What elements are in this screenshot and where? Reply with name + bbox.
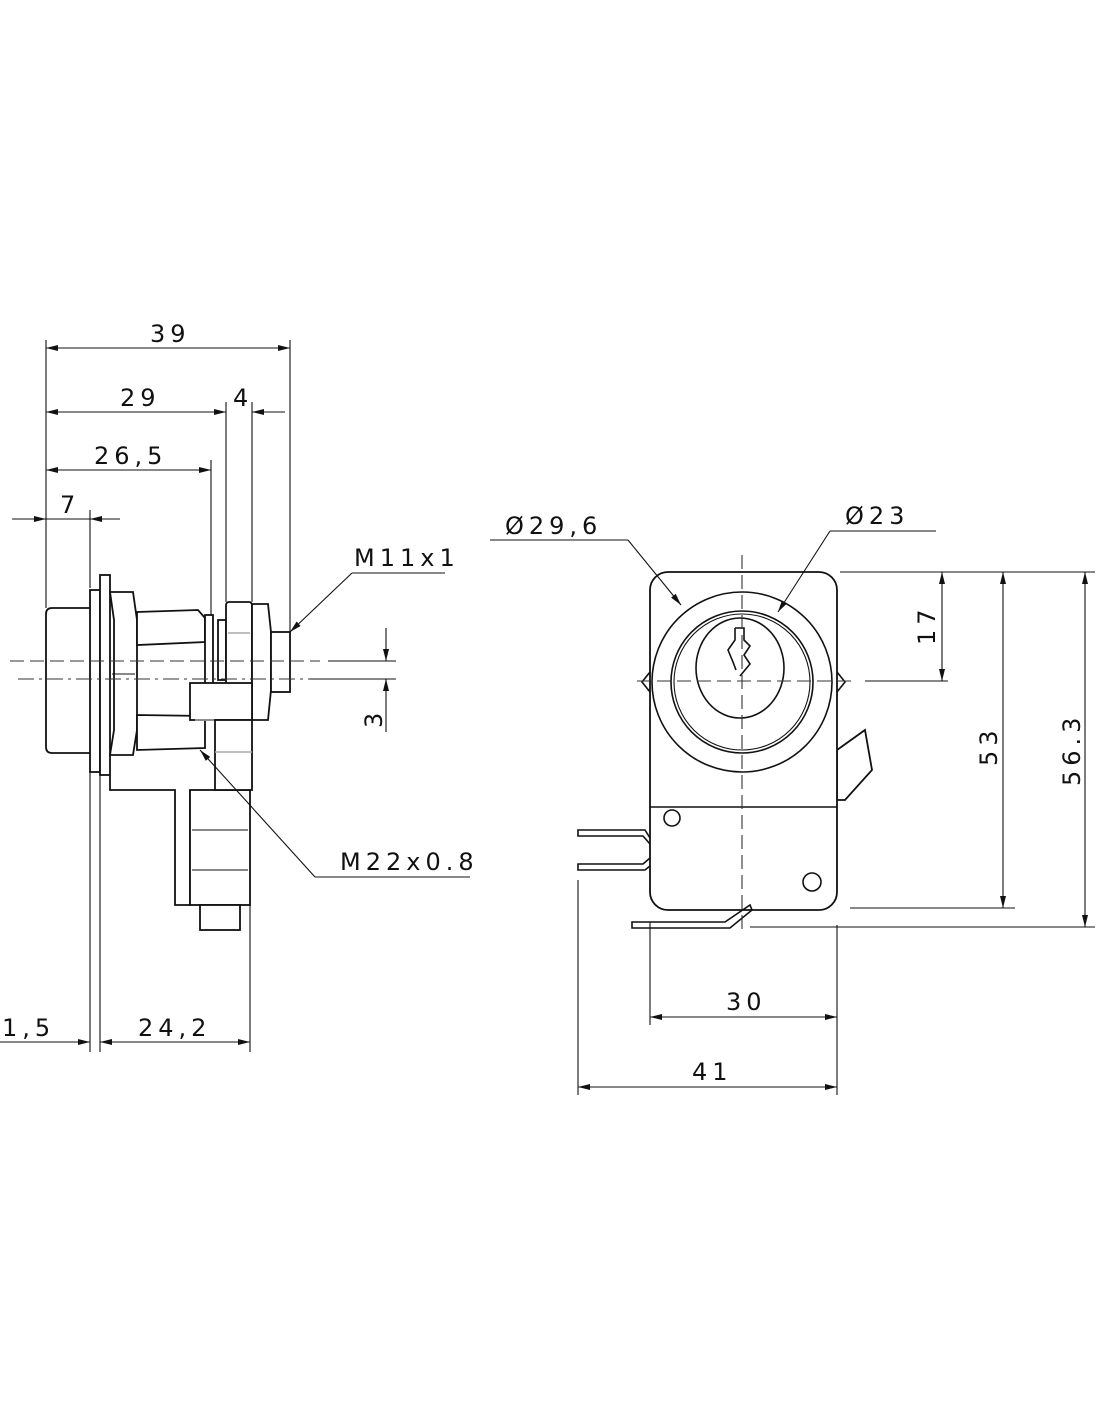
mount-hole (663, 809, 681, 827)
dim-label-diameter-23: Ø23 (845, 502, 909, 530)
dim-label-26-5: 26,5 (94, 442, 167, 470)
dim-label-17: 17 (913, 604, 941, 645)
dim-label-4: 4 (233, 384, 253, 412)
dim-label-41: 41 (692, 1058, 733, 1086)
mount-hole (802, 872, 822, 892)
inner-ring (670, 610, 814, 754)
lock-body-side (45, 574, 291, 931)
dim-label-39: 39 (150, 320, 191, 348)
dim-label-24-2: 24,2 (138, 1014, 211, 1042)
outer-ring (651, 591, 833, 773)
key-plug (695, 617, 785, 719)
side-lever (836, 728, 873, 801)
dim-label-3: 3 (360, 708, 388, 728)
front-view: Ø29,6 Ø23 17 53 56.3 30 41 (490, 502, 1095, 1095)
dim-label-53: 53 (975, 725, 1003, 766)
thread-label-m11: M11x1 (354, 544, 460, 572)
dim-label-30: 30 (726, 988, 767, 1016)
keyway-icon (727, 627, 752, 677)
extension-lines (45, 340, 291, 632)
dim-label-1-5: 1,5 (2, 1014, 55, 1042)
dim-label-56-3: 56.3 (1058, 713, 1086, 786)
dim-label-29: 29 (120, 384, 161, 412)
thread-label-m22: M22x0.8 (340, 848, 479, 876)
dim-label-diameter-29-6: Ø29,6 (505, 512, 602, 540)
dim-label-7: 7 (60, 491, 80, 519)
side-view: 39 29 4 26,5 7 M11x1 3 M22x0.8 1,5 24,2 (0, 320, 479, 1052)
